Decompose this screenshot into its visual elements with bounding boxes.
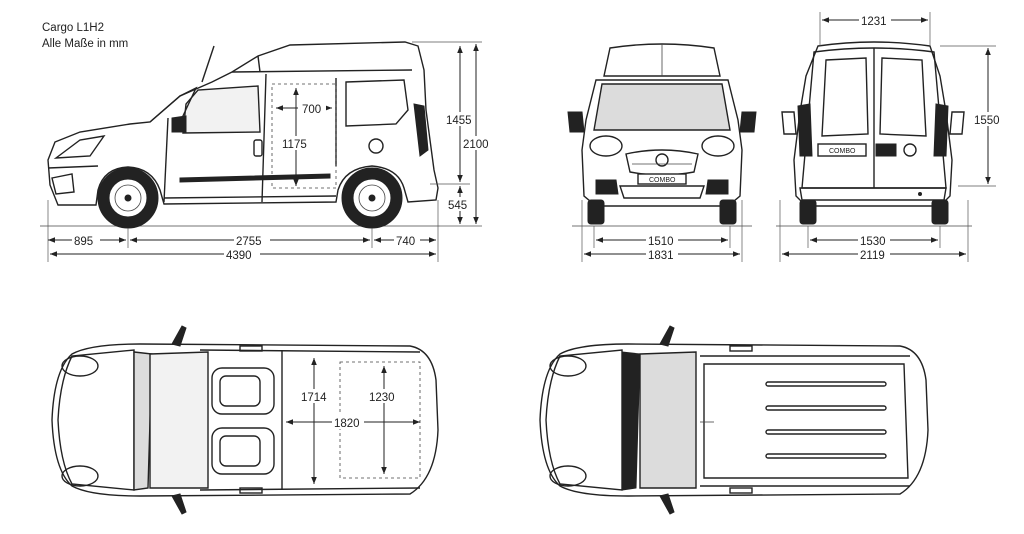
cargo-width-label: 1714	[301, 392, 327, 404]
front-view: COMBO 1510 1831	[567, 43, 757, 262]
top-view-exterior	[539, 325, 929, 515]
model-label: Cargo L1H2	[42, 22, 105, 34]
top-windshield	[133, 351, 153, 491]
units-note: Alle Maße in mm	[42, 38, 129, 50]
total-length-label: 4390	[226, 250, 252, 262]
drawing-title: Cargo L1H2 Alle Maße in mm	[42, 20, 128, 52]
rear-body	[793, 41, 953, 207]
side-window	[182, 85, 261, 134]
rear-track-label: 1530	[860, 236, 886, 248]
front-track-label: 1510	[648, 236, 674, 248]
rear-wheel	[341, 167, 403, 229]
ground-clearance-label: 545	[448, 200, 467, 212]
front-width-label: 1831	[648, 250, 674, 262]
front-wheel	[97, 167, 159, 229]
door-opening-width-label: 1231	[861, 16, 887, 28]
rear-overhang-label: 740	[396, 236, 415, 248]
top-body	[51, 343, 439, 497]
door-height-label: 1175	[282, 139, 307, 151]
cargo-floor-outline	[339, 361, 421, 479]
sliding-door-outline	[271, 83, 337, 189]
top-view-interior: 1714 1230 1820	[51, 325, 439, 515]
rear-width-label: 2119	[860, 250, 885, 262]
side-view: 700 1175 895 2755 740 4390 1455 545	[40, 41, 492, 262]
cargo-width-arches-label: 1230	[369, 392, 395, 404]
rear-view: COMBO 1231 1550 1530 2119	[776, 12, 1005, 262]
body-height-label: 1455	[446, 115, 472, 127]
rear-badge: COMBO	[829, 148, 856, 155]
front-overhang-label: 895	[74, 236, 93, 248]
top-body-exterior	[539, 343, 929, 497]
front-badge: COMBO	[649, 177, 676, 184]
cargo-length-label: 1820	[334, 418, 360, 430]
side-mirror	[171, 115, 187, 133]
door-opening-height-label: 1550	[974, 115, 1000, 127]
door-width-label: 700	[302, 104, 321, 116]
total-height-label: 2100	[463, 139, 489, 151]
wheelbase-label: 2755	[236, 236, 262, 248]
front-windshield	[593, 83, 731, 131]
